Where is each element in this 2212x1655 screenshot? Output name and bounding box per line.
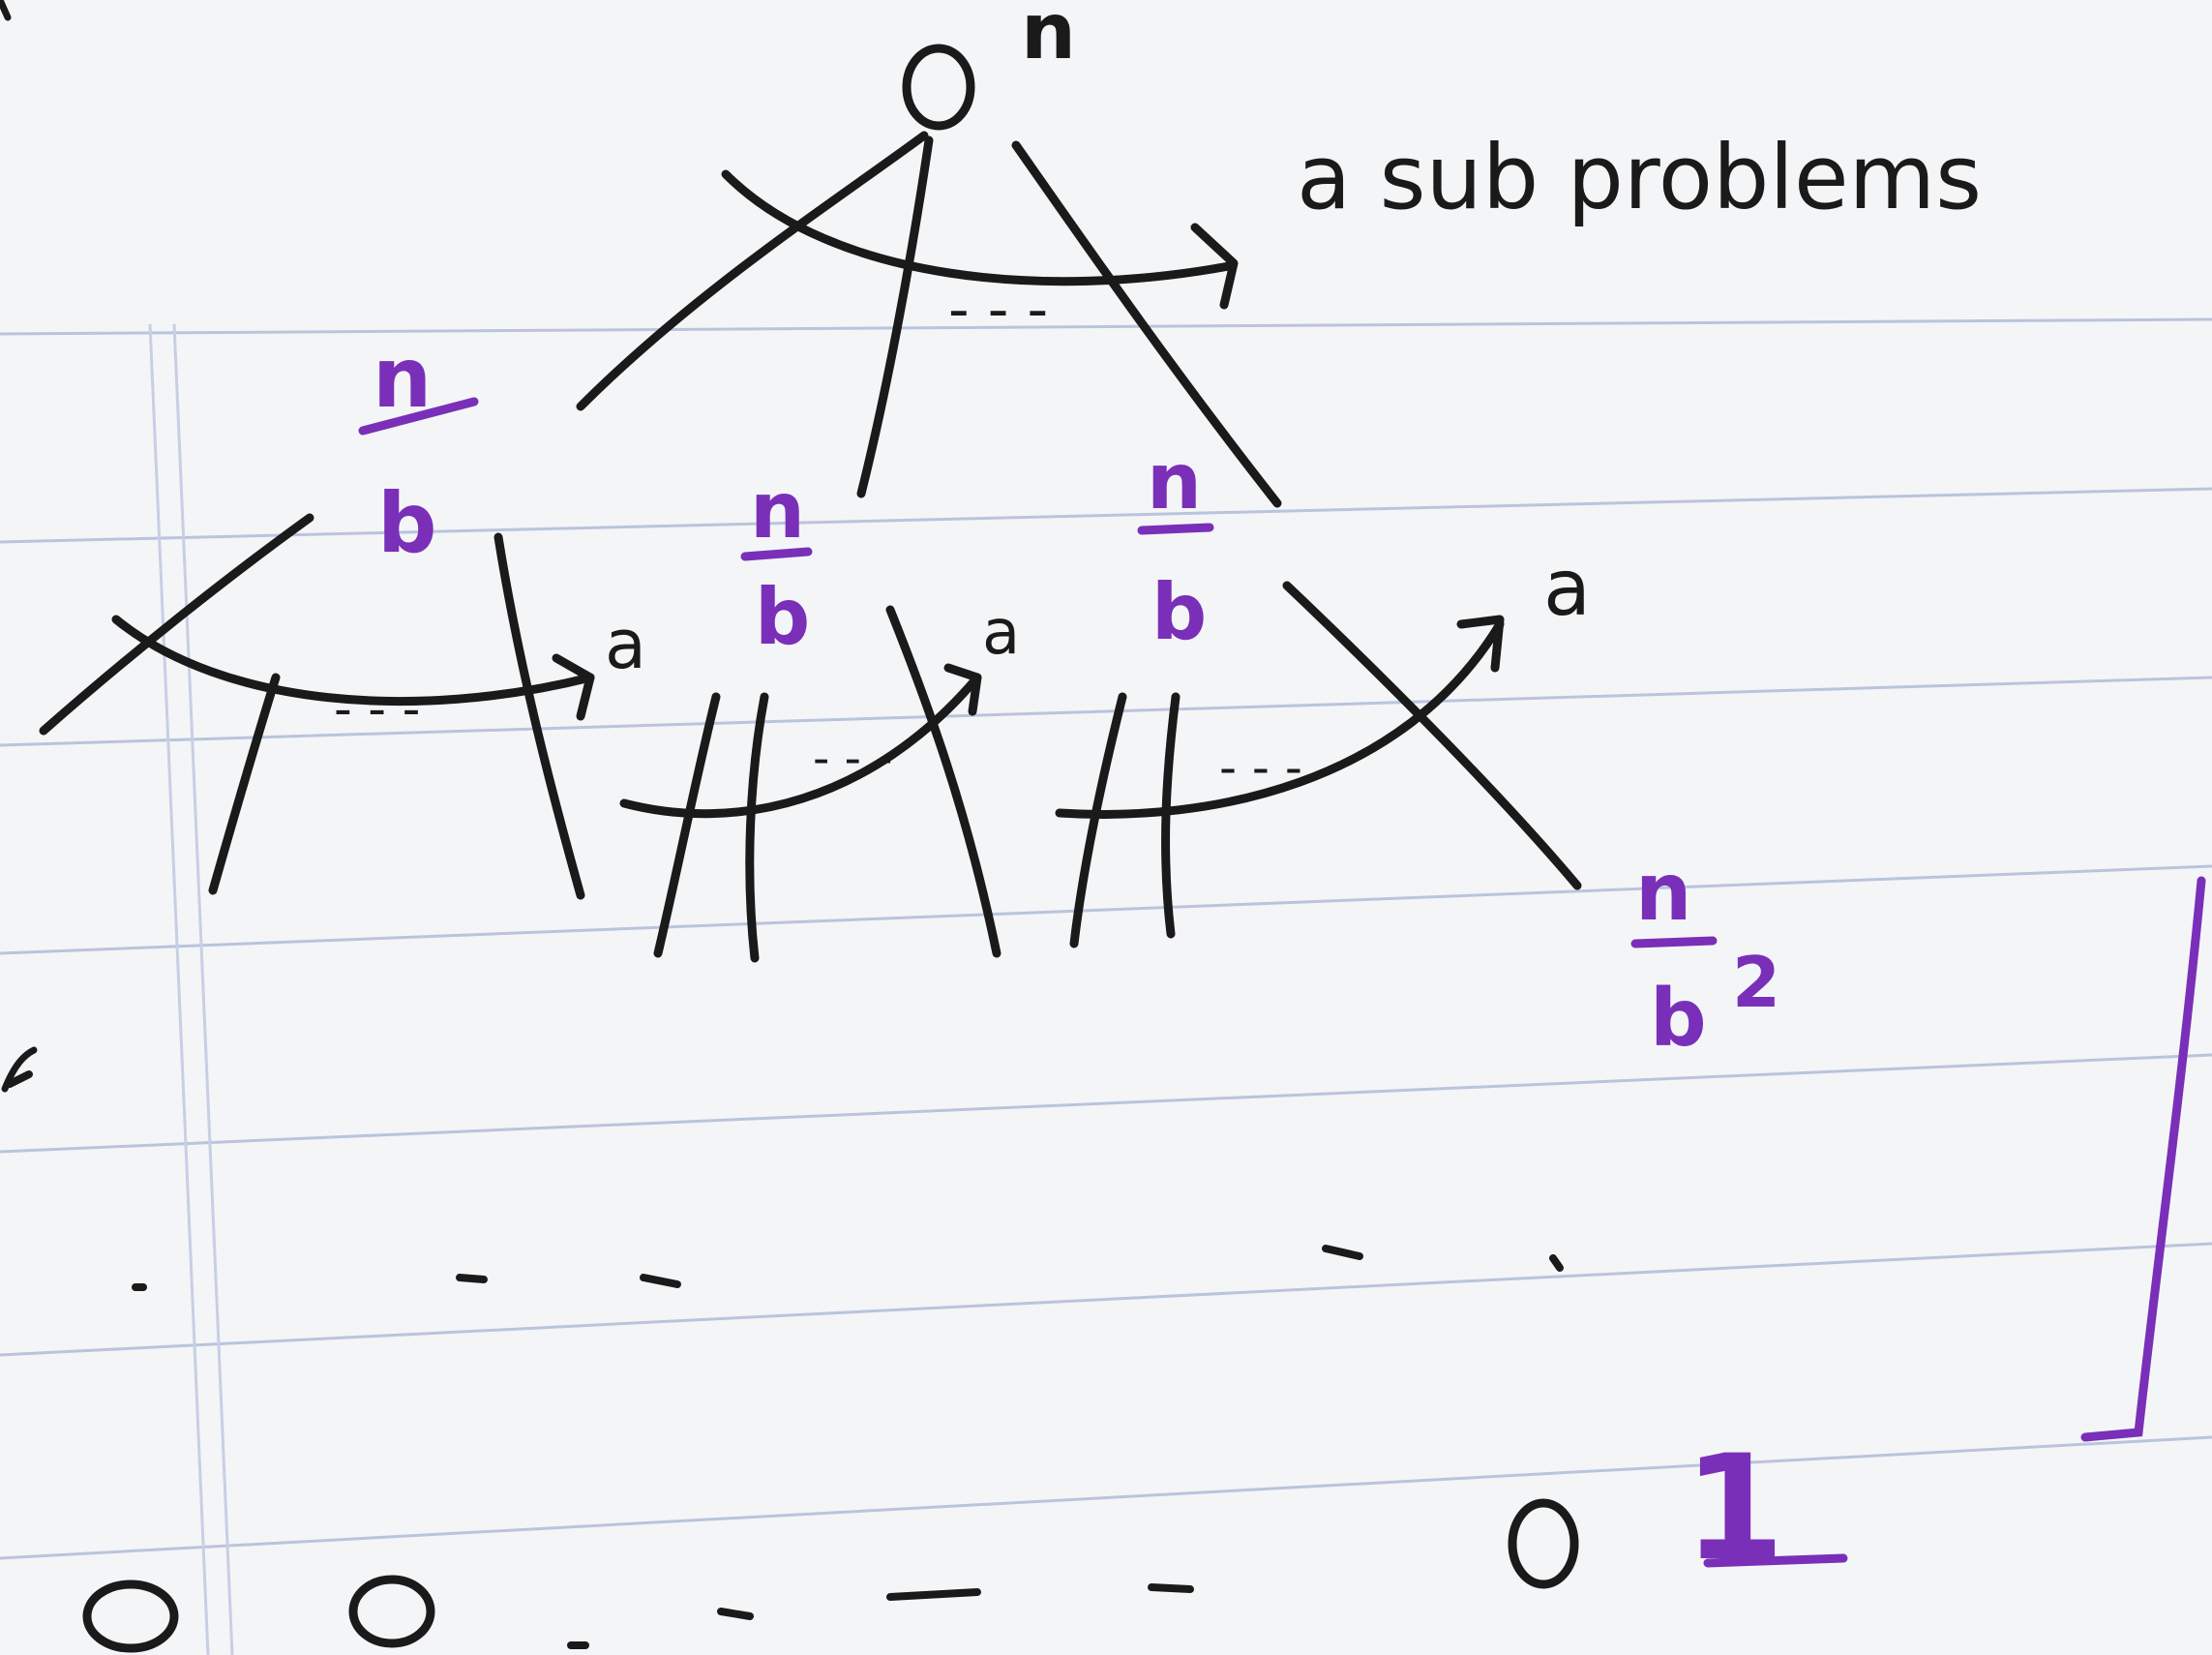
height-bracket: [2080, 876, 2206, 1442]
top-arc-ellipsis: - - -: [948, 276, 1048, 344]
leaf-circle-1: [82, 1580, 179, 1653]
left-margin-mark: [1, 1046, 38, 1093]
rule-lines: [0, 317, 2212, 1560]
root-branches: [576, 131, 1282, 508]
level1-fraction-right: n b: [1137, 436, 1214, 657]
svg-text:- - -: - - -: [334, 680, 420, 738]
svg-text:n: n: [1147, 436, 1202, 527]
root-label: n: [1021, 0, 1076, 76]
right-subtree: - - - a: [1055, 543, 1591, 948]
leaf-circle-3: [1508, 1498, 1579, 1589]
level1-fraction-left: n b: [358, 330, 479, 572]
level2-fraction: n b 2: [1630, 847, 1780, 1065]
middle-subtree: - - - a: [619, 597, 1020, 963]
svg-text:b: b: [1650, 973, 1707, 1065]
svg-text:2: 2: [1732, 942, 1780, 1023]
svg-text:n: n: [1635, 847, 1691, 939]
svg-text:b: b: [1151, 567, 1207, 657]
left-subtree: - - - a: [39, 513, 646, 900]
svg-text:b: b: [377, 475, 437, 572]
svg-text:n: n: [750, 466, 805, 556]
top-arc-arrow: [721, 169, 1234, 286]
level1-fraction-middle: n b: [740, 466, 813, 662]
left-branch-count: a: [605, 605, 646, 684]
leaf-circle-2: [348, 1575, 435, 1648]
top-annotation: a sub problems: [1297, 126, 1982, 229]
margin-lines: [148, 323, 234, 1655]
leaf-dashes: [6, 1070, 1564, 1649]
svg-text:n: n: [373, 330, 432, 427]
bottom-leaf-value: 1: [1684, 1425, 1784, 1593]
corner-mark: [0, 0, 12, 21]
root-node-circle: [902, 44, 975, 131]
svg-text:b: b: [755, 572, 810, 662]
middle-branch-count: a: [982, 597, 1020, 669]
svg-text:- - -: - - -: [813, 732, 892, 786]
svg-text:- - -: - - -: [1219, 739, 1302, 796]
right-branch-count: a: [1543, 543, 1591, 633]
